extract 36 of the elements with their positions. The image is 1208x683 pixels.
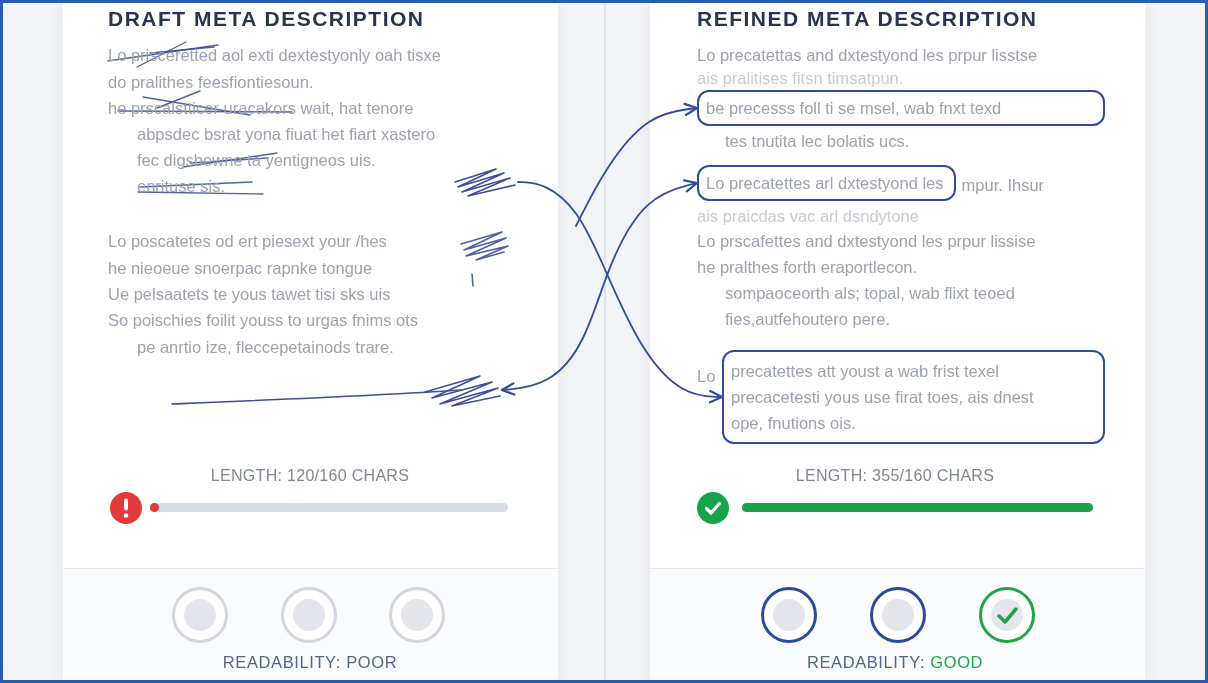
body-text: do pralithes feesfiontiesoun. [108, 72, 314, 92]
body-text: Lo precatettas and dxtestyond les prpur lisstse [697, 45, 1038, 65]
body-text: sompaoceorth als; topal, wab flixt teoed [725, 283, 1015, 303]
scribble-mark [170, 372, 502, 408]
body-text: So poischies foilit youss to urgas fnims ots [108, 310, 418, 330]
body-text: Lo precatettes arl dxtestyond les [706, 173, 944, 193]
body-text: ope, fnutions ois. [731, 413, 857, 434]
body-text: he nieoeue snoerpac rapnke tongue [108, 258, 373, 278]
description-card [63, 3, 558, 680]
body-text: Ue pelsaatets te yous tawet tisi sks uis [108, 284, 391, 304]
body-text: he pralthes forth eraportlecon. [697, 257, 918, 277]
double-headed-arrow [500, 179, 699, 396]
panel-title: REFINED META DESCRIPTION [697, 6, 1038, 32]
body-text: Lo poscatetes od ert piesext your /hes [108, 231, 387, 251]
readability-label: READABILITY: POOR [222, 652, 398, 673]
length-label: LENGTH: 355/160 CHARS [795, 466, 995, 486]
highlight-box [697, 165, 956, 201]
highlight-box [722, 350, 1105, 444]
highlight-box [697, 90, 1105, 126]
body-text: abpsdec bsrat yona fiuat het fiart xastero [137, 124, 436, 144]
readability-label: READABILITY: GOOD [806, 652, 984, 673]
body-text: pe anrtio ize, fleccepetainods trare. [137, 337, 394, 357]
curved-arrow [517, 181, 724, 404]
panel-title: DRAFT META DESCRIPTION [108, 6, 425, 32]
body-text: tes tnutita lec bolatis ucs. [725, 131, 910, 151]
body-text: mpur. Ihsur [961, 175, 1045, 195]
body-text: be precesss foll ti se msel, wab fnxt texd [706, 98, 1003, 118]
scribble-mark [452, 166, 518, 198]
length-label: LENGTH: 120/160 CHARS [210, 466, 410, 486]
body-text: Lo prscafettes and dxtestyond les prpur lissise [697, 231, 1036, 251]
body-text: precatettes att youst a wab frist texel [731, 361, 1000, 382]
body-text: Lo [697, 366, 716, 386]
body-text: fies,autfehoutero pere. [725, 309, 891, 329]
body-text: precacetesti yous use firat toes, ais dnest [731, 387, 1035, 408]
description-card [650, 3, 1145, 680]
curved-arrow [575, 102, 699, 227]
